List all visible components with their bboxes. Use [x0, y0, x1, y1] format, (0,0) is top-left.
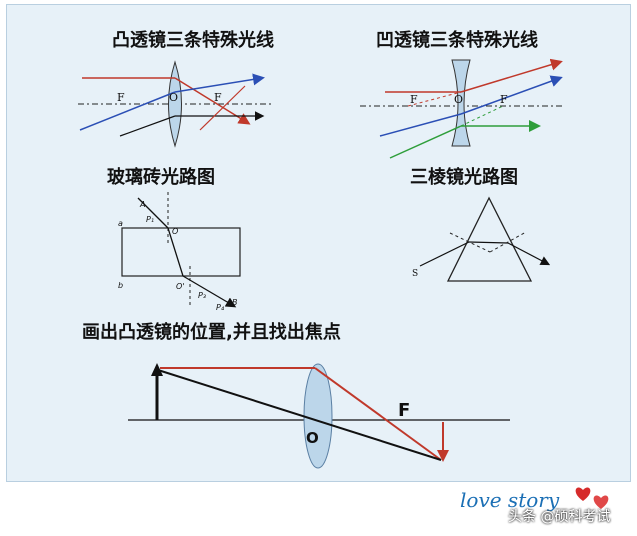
glass-label-P4: P₄ — [216, 303, 225, 312]
convex-ray-focal-in — [119, 115, 176, 137]
concave-center-label: O — [454, 93, 463, 106]
prism-title: 三棱镜光路图 — [410, 167, 518, 188]
glass-label-O: O — [172, 227, 178, 236]
task-center-label: O — [306, 429, 319, 447]
prism-normal-left — [449, 232, 491, 253]
prism-normal-right — [489, 231, 527, 253]
convex-ray-center-in — [79, 91, 176, 131]
prism-ray-inside — [468, 241, 509, 244]
concave-focus-right-label: F — [500, 93, 508, 106]
convex-focus-left-label: F — [117, 91, 125, 104]
concave-ray-focal-in — [389, 125, 462, 159]
task-image-arrowhead — [437, 450, 449, 462]
glass-brick-diagram — [121, 192, 241, 308]
glass-ray-inside — [167, 227, 184, 277]
prism-ray-incident — [419, 241, 470, 267]
convex-ray-center-out — [174, 73, 265, 93]
prism-source-label: S — [412, 269, 418, 279]
task-title: 画出凸透镜的位置,并且找出焦点 — [82, 322, 341, 343]
prism-diagram — [419, 196, 551, 282]
convex-ray-extra — [199, 85, 246, 131]
concave-ray-center-out — [460, 75, 563, 115]
concave-ray-focal-virtual — [460, 105, 504, 127]
prism-ray-emergent — [507, 242, 551, 266]
heart-icon — [575, 487, 591, 501]
concave-lens-diagram — [360, 58, 565, 159]
concave-lens-title: 凹透镜三条特殊光线 — [376, 30, 538, 51]
heart-icon-small — [593, 495, 609, 509]
glass-label-a: a — [118, 219, 123, 228]
convex-lens-title: 凸透镜三条特殊光线 — [112, 30, 274, 51]
glass-ray-emergent — [182, 275, 237, 308]
convex-lens-shape — [168, 60, 182, 148]
concave-ray-parallel-out — [460, 58, 563, 93]
glass-brick-shape — [121, 227, 241, 277]
concave-ray-center-in — [379, 113, 462, 137]
task-focus-label: F — [398, 400, 410, 421]
prism-shape — [446, 196, 533, 282]
glass-label-P3: P₃ — [198, 291, 206, 300]
convex-center-label: O — [169, 91, 178, 104]
glass-label-b: b — [118, 281, 123, 290]
convex-focus-right-label: F — [214, 91, 222, 104]
glass-brick-title: 玻璃砖光路图 — [107, 167, 215, 188]
task-diagram — [128, 363, 510, 469]
watermark-text: 头条 @硕科考试 — [508, 509, 611, 525]
task-ray-refracted — [314, 367, 442, 461]
love-story-logo: love story — [460, 488, 560, 512]
glass-label-O-prime: O' — [176, 282, 185, 291]
task-lens-shape — [303, 363, 333, 469]
task-ray-center — [157, 369, 442, 461]
concave-lens-shape — [451, 59, 471, 147]
glass-ray-incident — [137, 197, 169, 229]
glass-label-A: A — [139, 200, 145, 209]
glass-label-B: B — [232, 298, 238, 307]
task-object-arrowhead — [151, 363, 163, 376]
glass-label-P1: P₁ — [146, 215, 154, 224]
convex-lens-diagram — [78, 60, 272, 148]
concave-focus-left-label: F — [410, 93, 418, 106]
